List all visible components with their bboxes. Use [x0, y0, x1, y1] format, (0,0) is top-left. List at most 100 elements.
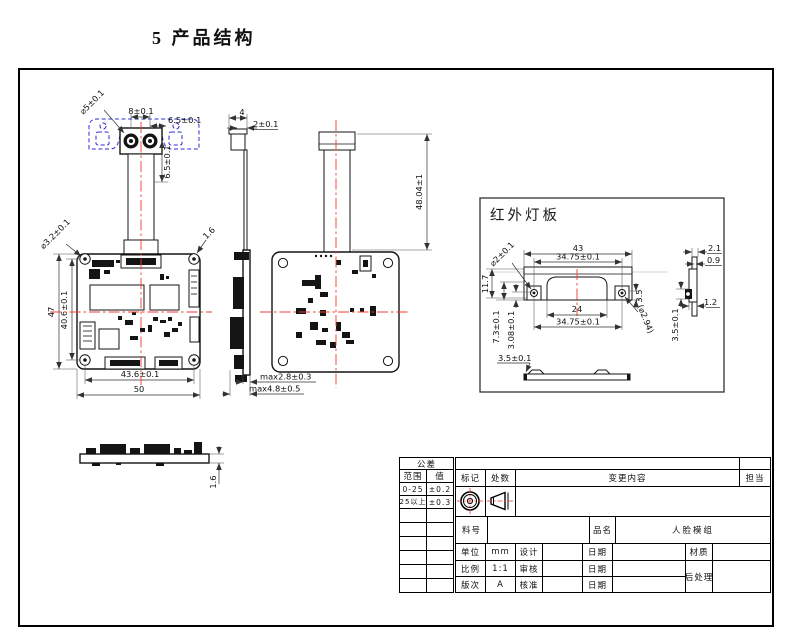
dim-side-max48: max4.8±0.5 — [249, 384, 300, 394]
unit-value: mm — [485, 543, 516, 561]
design-value — [542, 543, 583, 561]
empty-cell — [399, 522, 427, 537]
date-label: 日期 — [582, 560, 613, 577]
tolerance-value-2: ±0.3 — [426, 495, 454, 509]
dim-profile-16: 1.6 — [208, 475, 218, 488]
bracket-square-left — [95, 131, 110, 146]
dim-ir-09: 0.9 — [707, 255, 720, 265]
ir-bottom-view — [523, 373, 631, 381]
bracket-hole-right — [172, 122, 180, 130]
dim-ir-12: 1.2 — [704, 297, 717, 307]
dim-side-max28: max2.8±0.3 — [260, 372, 311, 382]
dim-front-corner: 1.6 — [201, 225, 217, 241]
post-process-label: 后处理 — [685, 560, 713, 593]
dim-camera-65h: 6.5±0.1 — [162, 145, 172, 178]
material-label: 材质 — [685, 543, 713, 561]
tolerance-col-value: 值 — [426, 469, 454, 483]
dim-ir-hole2: (⌀2.94) — [636, 303, 656, 335]
title-block: 公差 范围 值 0-25 ±0.2 25以上 ±0.3 标记 处数 变更内容 — [399, 457, 771, 593]
empty-cell — [426, 550, 454, 565]
projection-symbol-cell — [455, 486, 486, 517]
ir-section-border — [479, 197, 725, 393]
ir-board-section: 红外灯板 43 34.75±0.1 — [479, 197, 725, 393]
empty-cell — [426, 564, 454, 579]
empty-cell — [399, 578, 427, 593]
date-value — [612, 576, 686, 593]
front-pcb-view: 40.6±0.1 47 43.6±0.1 50 ⌀3.2±0.1 1.6 — [38, 122, 217, 399]
back-cable — [323, 149, 351, 253]
bottom-profile-view: 1.6 — [79, 442, 224, 489]
tolerance-range-1: 0-25 — [399, 482, 427, 496]
dim-ir-73: 7.3±0.1 — [491, 310, 501, 343]
empty-cell — [399, 564, 427, 579]
bracket-hole-left — [99, 122, 107, 130]
drawing-sheet-border: 8±0.1 6.5±0.1 6.5±0.1 ⌀5±0.1 — [18, 68, 774, 627]
rev-label: 版次 — [455, 576, 486, 593]
approve-label: 核准 — [515, 576, 543, 593]
review-label: 审核 — [515, 560, 543, 577]
dim-ir-35-bottom: 3.5±0.1 — [498, 353, 531, 363]
dim-ir-3475-top: 34.75±0.1 — [556, 252, 600, 262]
camera-head-view: 8±0.1 6.5±0.1 6.5±0.1 ⌀5±0.1 — [78, 88, 201, 255]
dim-ir-21: 2.1 — [708, 243, 721, 253]
date-value — [612, 560, 686, 577]
date-label: 日期 — [582, 543, 613, 561]
dim-ir-3475-bot: 34.75±0.1 — [556, 317, 600, 327]
revision-change-label: 变更内容 — [515, 469, 740, 487]
dim-camera-8: 8±0.1 — [128, 106, 153, 116]
back-pcb-view: 48.04±1 — [260, 120, 432, 388]
product-name-label: 品名 — [589, 516, 616, 544]
side-edge-view: 4 2±0.1 max2.8±0.3 max4.8±0.5 — [222, 107, 316, 397]
bracket-square-right — [168, 131, 183, 146]
dim-front-50: 50 — [134, 384, 145, 394]
unit-label: 单位 — [455, 543, 486, 561]
part-no-label: 料号 — [455, 516, 488, 544]
revision-owner-label: 担当 — [739, 469, 771, 487]
dim-ir-24: 24 — [572, 304, 583, 314]
rev-value: A — [485, 576, 516, 593]
dim-side-4: 4 — [239, 107, 244, 117]
empty-cell — [426, 508, 454, 523]
empty-cell — [426, 578, 454, 593]
date-value — [612, 543, 686, 561]
dim-front-436: 43.6±0.1 — [121, 369, 160, 379]
first-angle-target-icon — [457, 488, 483, 514]
product-name-value: 人脸模组 — [615, 516, 771, 544]
empty-cell — [399, 536, 427, 551]
profile-board — [79, 453, 210, 464]
empty-cell — [426, 522, 454, 537]
scale-value: 1:1 — [485, 560, 516, 577]
tolerance-range-2: 25以上 — [399, 495, 427, 509]
dim-side-2: 2±0.1 — [253, 119, 278, 129]
review-value — [542, 560, 583, 577]
dim-back-cable: 48.04±1 — [414, 174, 424, 210]
revision-mark-label: 标记 — [455, 469, 486, 487]
tolerance-col-range: 范围 — [399, 469, 427, 483]
back-cable-head — [318, 131, 356, 151]
tolerance-value-1: ±0.2 — [426, 482, 454, 496]
revision-count-label: 处数 — [485, 469, 516, 487]
scale-label: 比例 — [455, 560, 486, 577]
side-fpc-edge — [243, 149, 248, 251]
dim-ir-43: 43 — [573, 243, 584, 253]
drawing-canvas: 8±0.1 6.5±0.1 6.5±0.1 ⌀5±0.1 — [38, 88, 725, 489]
side-head — [230, 133, 246, 151]
dim-ir-35-side: 3.5±0.1 — [670, 308, 680, 341]
dim-front-hole: ⌀3.2±0.1 — [38, 217, 72, 251]
empty-cell — [399, 508, 427, 523]
part-no-value — [487, 516, 590, 544]
dim-front-406: 40.6±0.1 — [59, 291, 69, 330]
dim-ir-35r: 3.5 — [634, 289, 644, 302]
section-title: 5 产品结构 — [152, 28, 256, 48]
empty-cell — [515, 486, 771, 517]
first-angle-cone-icon — [487, 491, 513, 511]
dim-camera-65w: 6.5±0.1 — [168, 115, 201, 125]
empty-cell — [426, 536, 454, 551]
dim-ir-hole: ⌀2±0.1 — [488, 240, 517, 269]
side-head-flange — [228, 128, 248, 135]
design-label: 设计 — [515, 543, 543, 561]
dim-ir-117: 11.7 — [480, 275, 490, 293]
side-board-edge — [242, 249, 251, 376]
date-label: 日期 — [582, 576, 613, 593]
approve-value — [542, 576, 583, 593]
